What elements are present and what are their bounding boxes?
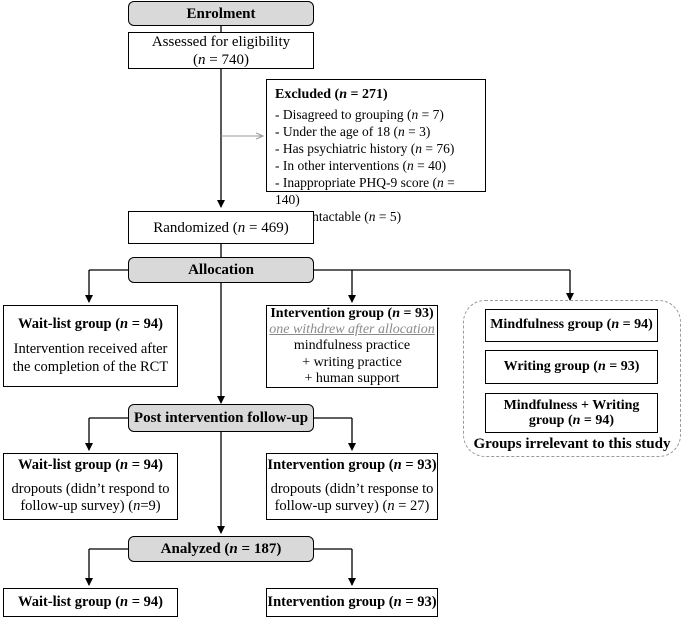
followup-intervention-desc2: follow-up survey) (n = 27) [274, 498, 430, 515]
excluded-item: - Disagreed to grouping (n = 7) [275, 106, 444, 122]
excluded-item: - Has psychiatric history (n = 76) [275, 140, 455, 156]
excluded-item: - Under the age of 18 (n = 3) [275, 123, 431, 139]
followup-waitlist-desc1: dropouts (didn’t respond to [11, 480, 170, 497]
stage-allocation-label: Allocation [188, 262, 254, 278]
allocation-intervention-title: Intervention group (n = 93) [270, 306, 434, 322]
allocation-waitlist-desc1: Intervention received after [13, 341, 168, 358]
analyzed-waitlist-label: Wait-list group (n = 94) [18, 593, 163, 610]
stage-allocation: Allocation [128, 257, 314, 283]
randomized-label: Randomized (n = 469) [153, 219, 289, 236]
intervention-component: mindfulness practice [293, 338, 411, 354]
mindfulness-group-box: Mindfulness group (n = 94) [485, 309, 658, 342]
randomized-box: Randomized (n = 469) [128, 211, 314, 244]
followup-waitlist-desc2: follow-up survey) (n=9) [20, 498, 161, 515]
combined-group-count: group (n = 94) [528, 413, 615, 428]
allocation-waitlist-title: Wait-list group (n = 94) [18, 315, 163, 332]
mindfulness-group-label: Mindfulness group (n = 94) [490, 317, 653, 333]
followup-intervention-title: Intervention group (n = 93) [267, 457, 437, 474]
combined-group-box: Mindfulness + Writing group (n = 94) [485, 393, 658, 433]
stage-enrolment-label: Enrolment [186, 5, 256, 22]
stage-enrolment: Enrolment [128, 1, 314, 26]
stage-analyzed-label: Analyzed (n = 187) [160, 541, 282, 557]
assessed-count: (n = 740) [193, 51, 249, 68]
irrelevant-groups-label: Groups irrelevant to this study [473, 436, 671, 452]
excluded-title: Excluded (n = 271) [275, 87, 388, 102]
intervention-component: + writing practice [302, 354, 402, 370]
analyzed-intervention-label: Intervention group (n = 93) [267, 593, 437, 610]
excluded-item: - Inappropriate PHQ-9 score (n = 140) [275, 174, 455, 207]
writing-group-box: Writing group (n = 93) [485, 350, 658, 384]
allocation-intervention-box: Intervention group (n = 93) one withdrew… [266, 305, 438, 388]
excluded-item: - In other interventions (n = 40) [275, 157, 447, 173]
allocation-waitlist-desc2: the completion of the RCT [12, 358, 169, 375]
analyzed-intervention-box: Intervention group (n = 93) [266, 588, 438, 617]
followup-intervention-box: Intervention group (n = 93) dropouts (di… [266, 453, 438, 520]
irrelevant-groups-frame [463, 300, 681, 457]
allocation-waitlist-box: Wait-list group (n = 94) Intervention re… [3, 305, 178, 387]
followup-waitlist-title: Wait-list group (n = 94) [18, 457, 163, 474]
assessed-box: Assessed for eligibility (n = 740) [128, 32, 314, 69]
stage-followup: Post intervention follow-up [128, 404, 314, 432]
stage-analyzed: Analyzed (n = 187) [128, 536, 314, 562]
followup-waitlist-box: Wait-list group (n = 94) dropouts (didn’… [3, 453, 178, 520]
excluded-box: Excluded (n = 271) - Disagreed to groupi… [266, 79, 486, 224]
withdrawal-note: one withdrew after allocation [269, 322, 435, 338]
followup-intervention-desc1: dropouts (didn’t response to [270, 480, 434, 497]
stage-followup-label: Post intervention follow-up [133, 410, 309, 426]
intervention-component: + human support [304, 370, 400, 386]
combined-group-title: Mindfulness + Writing [503, 397, 640, 413]
analyzed-waitlist-box: Wait-list group (n = 94) [3, 588, 178, 617]
writing-group-label: Writing group (n = 93) [503, 358, 640, 374]
assessed-label: Assessed for eligibility [151, 33, 291, 50]
